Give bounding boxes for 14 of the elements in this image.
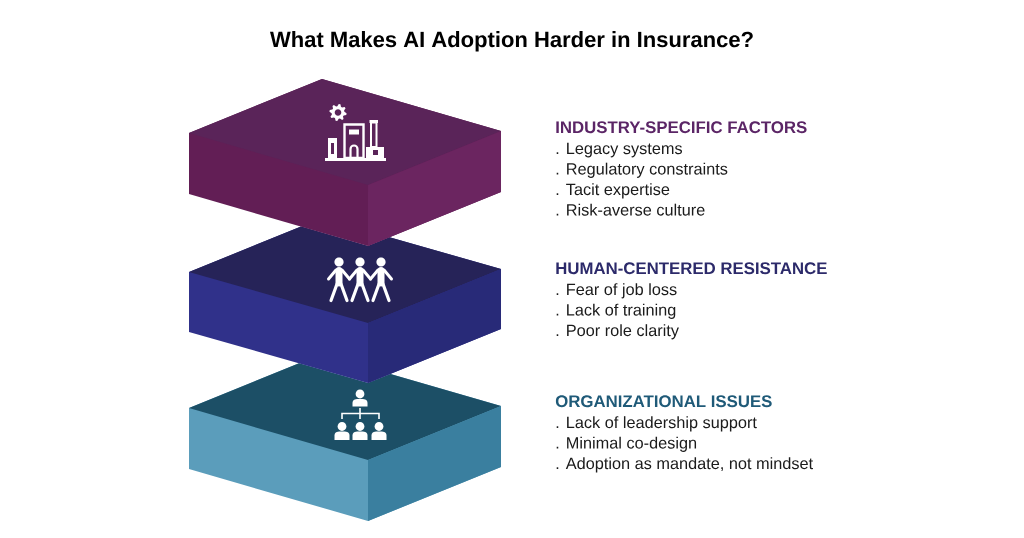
category-heading: HUMAN-CENTERED RESISTANCE bbox=[556, 262, 827, 275]
list-item: . Legacy systems bbox=[556, 142, 683, 158]
list-item: . Poor role clarity bbox=[556, 324, 679, 340]
category-heading: INDUSTRY-SPECIFIC FACTORS bbox=[556, 121, 807, 134]
list-item: . Adoption as mandate, not mindset bbox=[556, 457, 813, 473]
title: What Makes AI Adoption Harder in Insurance? bbox=[270, 31, 753, 52]
category-heading: ORGANIZATIONAL ISSUES bbox=[555, 395, 772, 408]
list-item: . Lack of training bbox=[556, 303, 676, 319]
list-item: . Fear of job loss bbox=[556, 283, 677, 299]
list-item: . Tacit expertise bbox=[556, 183, 670, 199]
list-item: . Regulatory constraints bbox=[556, 162, 728, 178]
list-item: . Lack of leadership support bbox=[556, 416, 757, 432]
list-item: . Minimal co-design bbox=[556, 436, 697, 452]
list-item: . Risk-averse culture bbox=[556, 203, 705, 216]
